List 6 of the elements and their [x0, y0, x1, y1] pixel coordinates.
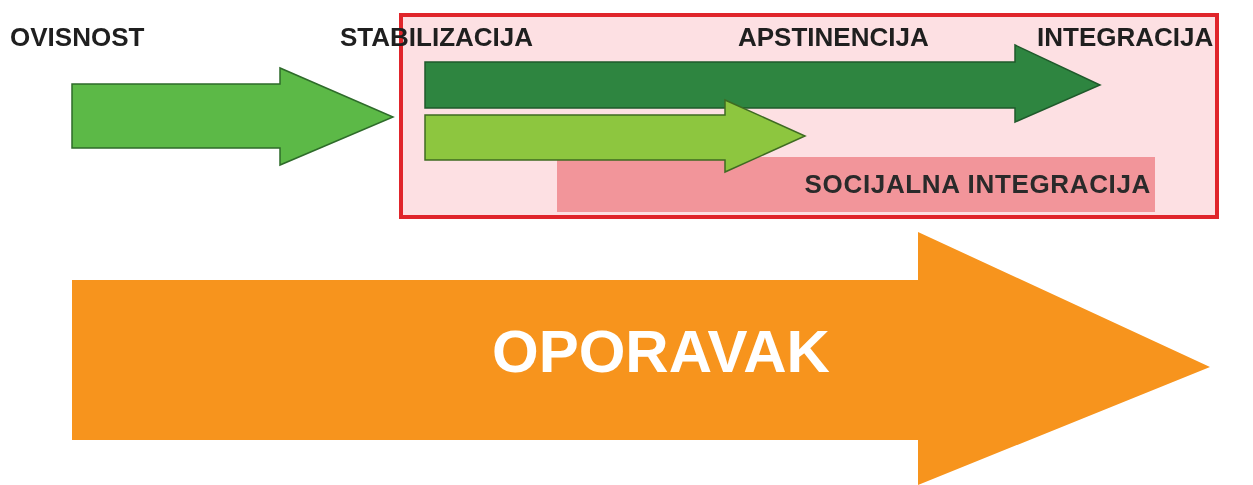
stage-label: OVISNOST [10, 24, 145, 50]
stage-label: INTEGRACIJA [1037, 24, 1214, 50]
arrow-label: OPORAVAK [492, 318, 830, 385]
band-label: SOCIJALNA INTEGRACIJA [804, 168, 1151, 201]
band [557, 157, 1155, 212]
stage-label: APSTINENCIJA [738, 24, 929, 50]
